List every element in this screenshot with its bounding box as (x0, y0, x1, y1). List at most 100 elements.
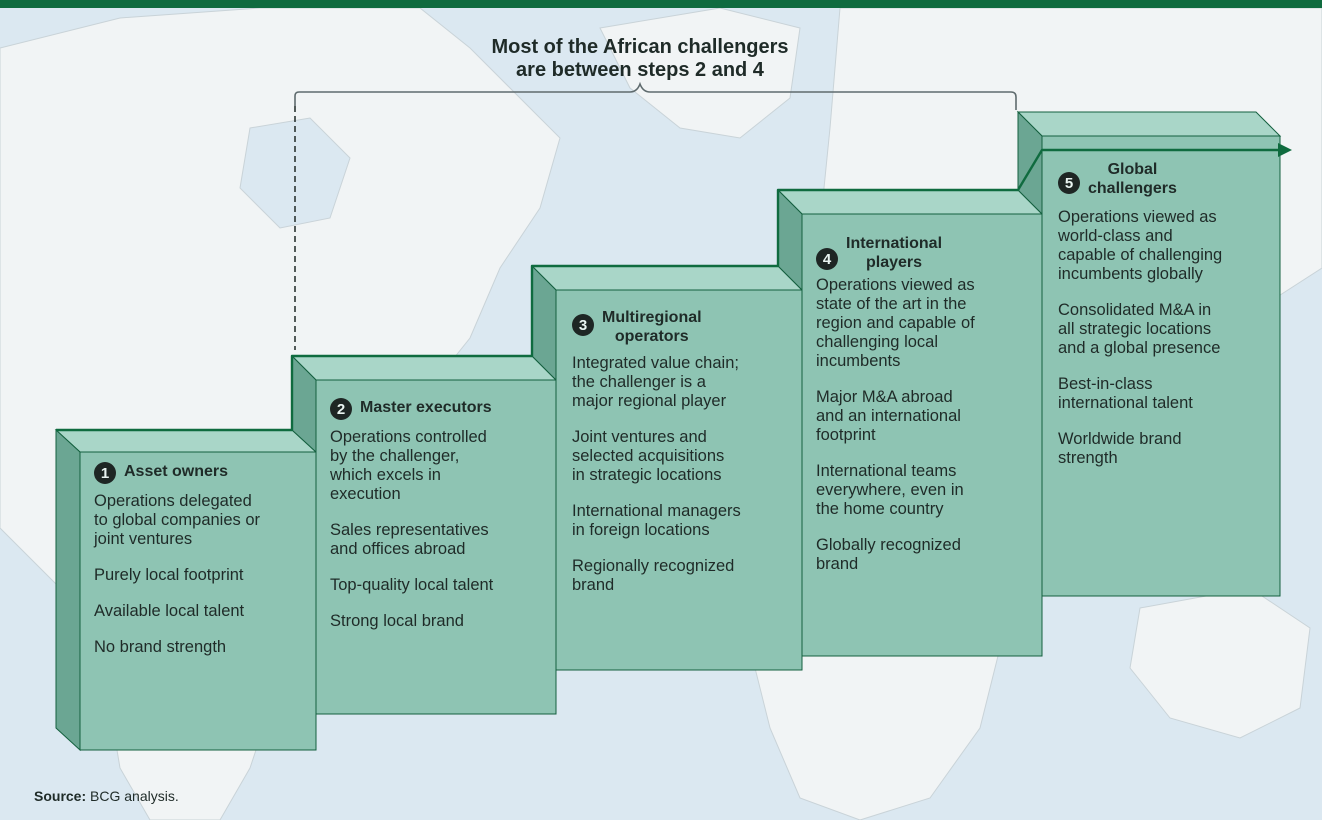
item-line: Major M&A abroad (816, 388, 953, 406)
item-line: all strategic locations (1058, 320, 1212, 338)
item-line: and a global presence (1058, 339, 1221, 357)
item-line: selected acquisitions (572, 447, 725, 465)
step-item: Consolidated M&A in all strategic locati… (1058, 301, 1276, 358)
item-line: Purely local footprint (94, 566, 244, 584)
source-note: Source: BCG analysis. (34, 788, 179, 804)
step-item: Sales representatives and offices abroad (330, 521, 552, 559)
item-line: incumbents globally (1058, 265, 1203, 283)
step-number-badge: 3 (572, 314, 594, 336)
step-item: Regionally recognized brand (572, 557, 798, 595)
step-item: Globally recognized brand (816, 536, 1038, 574)
step-3-content: 3 Multiregional operators Integrated val… (572, 308, 798, 612)
hudson-bay-water (239, 117, 351, 229)
item-line: Joint ventures and (572, 428, 707, 446)
step-2-top (290, 355, 558, 381)
item-line: world-class and (1058, 227, 1173, 245)
greenland-land (599, 8, 801, 139)
headline-line: are between steps 2 and 4 (516, 59, 764, 81)
step-item: International teams everywhere, even in … (816, 462, 1038, 519)
step-5-front (1041, 135, 1281, 597)
item-line: joint ventures (94, 530, 193, 548)
item-line: Operations viewed as (816, 276, 975, 294)
headline: Most of the African challengers are betw… (380, 36, 900, 82)
item-line: Worldwide brand (1058, 430, 1182, 448)
step-4-front (801, 213, 1043, 657)
item-line: brand (572, 576, 615, 594)
step-title-line: players (865, 254, 923, 271)
step-title-line: Global (1107, 161, 1158, 178)
step-item: Best-in-class international talent (1058, 375, 1276, 413)
item-line: Operations viewed as (1058, 208, 1217, 226)
step-item: Operations delegated to global companies… (94, 492, 316, 549)
item-line: Operations controlled (330, 428, 487, 446)
item-line: capable of challenging (1058, 246, 1223, 264)
step-title: Asset owners (124, 462, 228, 481)
step-title: Global challengers (1088, 160, 1177, 198)
step-item: Operations controlled by the challenger,… (330, 428, 552, 504)
item-line: in foreign locations (572, 521, 710, 539)
step-item: Operations viewed as world-class and cap… (1058, 208, 1276, 284)
step-1-content: 1 Asset owners Operations delegated to g… (94, 462, 316, 674)
step-title-line: Asset owners (124, 463, 229, 480)
step-item: No brand strength (94, 638, 316, 657)
step-items: Operations delegated to global companies… (94, 492, 316, 657)
step-title-line: International (846, 235, 943, 252)
step-3-top (530, 265, 804, 291)
item-line: Sales representatives (330, 521, 489, 539)
source-text: BCG analysis. (90, 788, 179, 804)
step-5-top (1016, 111, 1282, 137)
step-1-side (55, 428, 81, 752)
item-line: in strategic locations (572, 466, 722, 484)
item-line: Operations delegated (94, 492, 252, 510)
step-1-header: 1 Asset owners (94, 462, 316, 484)
step-4-header: 4 International players (816, 234, 1038, 272)
bracket-line (294, 81, 1017, 110)
item-line: strength (1058, 449, 1118, 467)
step-item: International managers in foreign locati… (572, 502, 798, 540)
progression-arrow-line (56, 148, 1278, 432)
item-line: Best-in-class (1058, 375, 1153, 393)
item-line: region and capable of (816, 314, 975, 332)
step-3-header: 3 Multiregional operators (572, 308, 798, 346)
step-1-front (79, 451, 317, 751)
item-line: No brand strength (94, 638, 227, 656)
item-line: Top-quality local talent (330, 576, 494, 594)
step-title-line: Master executors (360, 399, 492, 416)
step-items: Integrated value chain; the challenger i… (572, 354, 798, 595)
step-5-header: 5 Global challengers (1058, 160, 1276, 198)
step-2-front (315, 379, 557, 715)
step-item: Worldwide brand strength (1058, 430, 1276, 468)
item-line: which excels in (330, 466, 441, 484)
item-line: to global companies or (94, 511, 261, 529)
step-item: Integrated value chain; the challenger i… (572, 354, 798, 411)
step-title: International players (846, 234, 942, 272)
step-items: Operations viewed as state of the art in… (816, 276, 1038, 574)
item-line: Consolidated M&A in (1058, 301, 1212, 319)
step-title: Multiregional operators (602, 308, 702, 346)
step-4-content: 4 International players Operations viewe… (816, 234, 1038, 591)
item-line: footprint (816, 426, 876, 444)
item-line: International managers (572, 502, 741, 520)
item-line: Available local talent (94, 602, 245, 620)
step-2-content: 2 Master executors Operations controlled… (330, 398, 552, 648)
top-color-bar (0, 0, 1322, 8)
step-item: Major M&A abroad and an international fo… (816, 388, 1038, 445)
step-3-front (555, 289, 803, 671)
step-number-badge: 5 (1058, 172, 1080, 194)
step-4-top (776, 189, 1044, 215)
item-line: challenging local (816, 333, 939, 351)
step-5-content: 5 Global challengers Operations viewed a… (1058, 160, 1276, 485)
progression-arrow-head (1278, 143, 1292, 157)
step-title: Master executors (360, 398, 492, 417)
item-line: major regional player (572, 392, 727, 410)
item-line: execution (330, 485, 401, 503)
step-item: Top-quality local talent (330, 576, 552, 595)
item-line: Integrated value chain; (572, 354, 739, 372)
step-title-line: Multiregional (602, 309, 702, 326)
step-number-badge: 1 (94, 462, 116, 484)
item-line: International teams (816, 462, 957, 480)
item-line: the home country (816, 500, 944, 518)
item-line: the challenger is a (572, 373, 706, 391)
step-title-line: challengers (1088, 180, 1177, 197)
